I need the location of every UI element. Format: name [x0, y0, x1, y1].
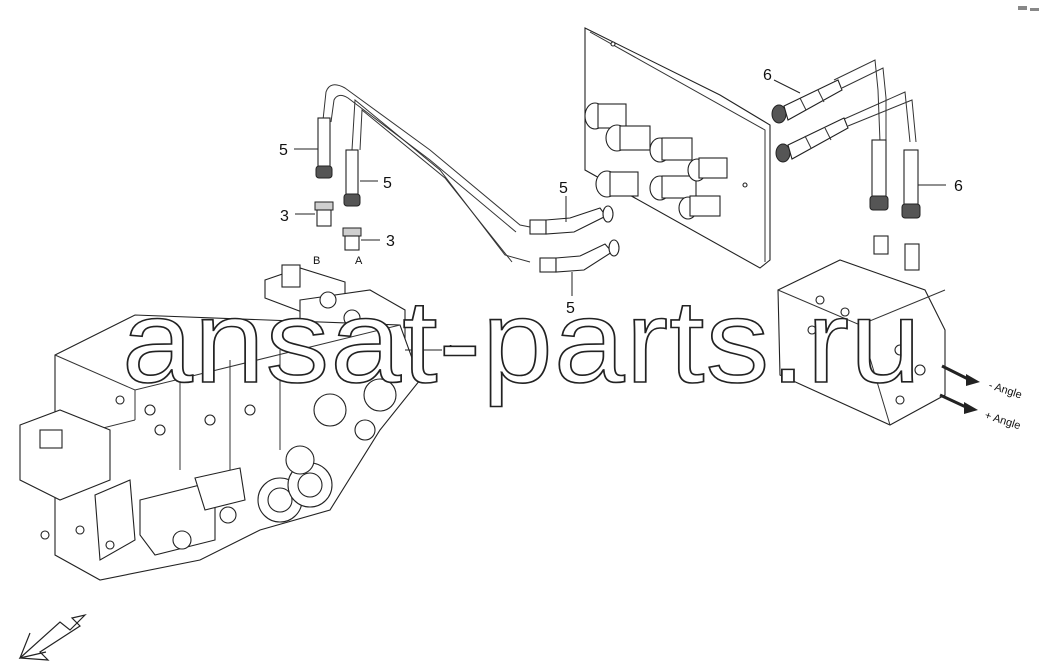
elbow-fitting-5-upper: [529, 205, 614, 235]
angle-label-minus: - Angle: [987, 379, 1023, 401]
callout-5-lower-elbow: 5: [566, 300, 575, 317]
callout-5-left: 5: [279, 142, 288, 159]
watermark-text: ansat-parts.ru: [122, 276, 922, 408]
callout-6-right: 6: [954, 178, 963, 195]
mounting-plate: [584, 27, 771, 269]
plate-fittings: [584, 102, 728, 220]
callout-3-left: 3: [280, 208, 289, 225]
corner-icon: [1018, 6, 1039, 11]
callout-5-right: 5: [383, 175, 392, 192]
port-label-b: B: [313, 255, 320, 267]
fitting-5-left: [315, 117, 333, 179]
port-label-a: A: [355, 255, 363, 267]
bolt-6-vertical-left: [869, 139, 889, 255]
direction-arrow-icon: [18, 613, 87, 661]
callout-6-upper: 6: [763, 67, 772, 84]
adapter-3-left: [314, 201, 334, 227]
leader-lines: [294, 79, 946, 351]
hose-lines: [322, 59, 917, 263]
callout-1: 1: [446, 343, 455, 360]
angle-arrows: [939, 364, 980, 414]
bolt-6-lower: [775, 117, 849, 163]
elbow-fitting-5-lower: [539, 239, 620, 273]
manifold-block-right: [777, 259, 946, 426]
callout-3-right: 3: [386, 233, 395, 250]
fitting-5-right: [343, 149, 361, 207]
callout-5-upper-elbow: 5: [559, 180, 568, 197]
angle-label-plus: + Angle: [983, 409, 1022, 432]
bolt-6-vertical-right: [901, 149, 921, 271]
valve-bank: [19, 264, 421, 581]
adapter-3-right: [342, 227, 362, 251]
bolt-6-upper: [771, 79, 843, 124]
